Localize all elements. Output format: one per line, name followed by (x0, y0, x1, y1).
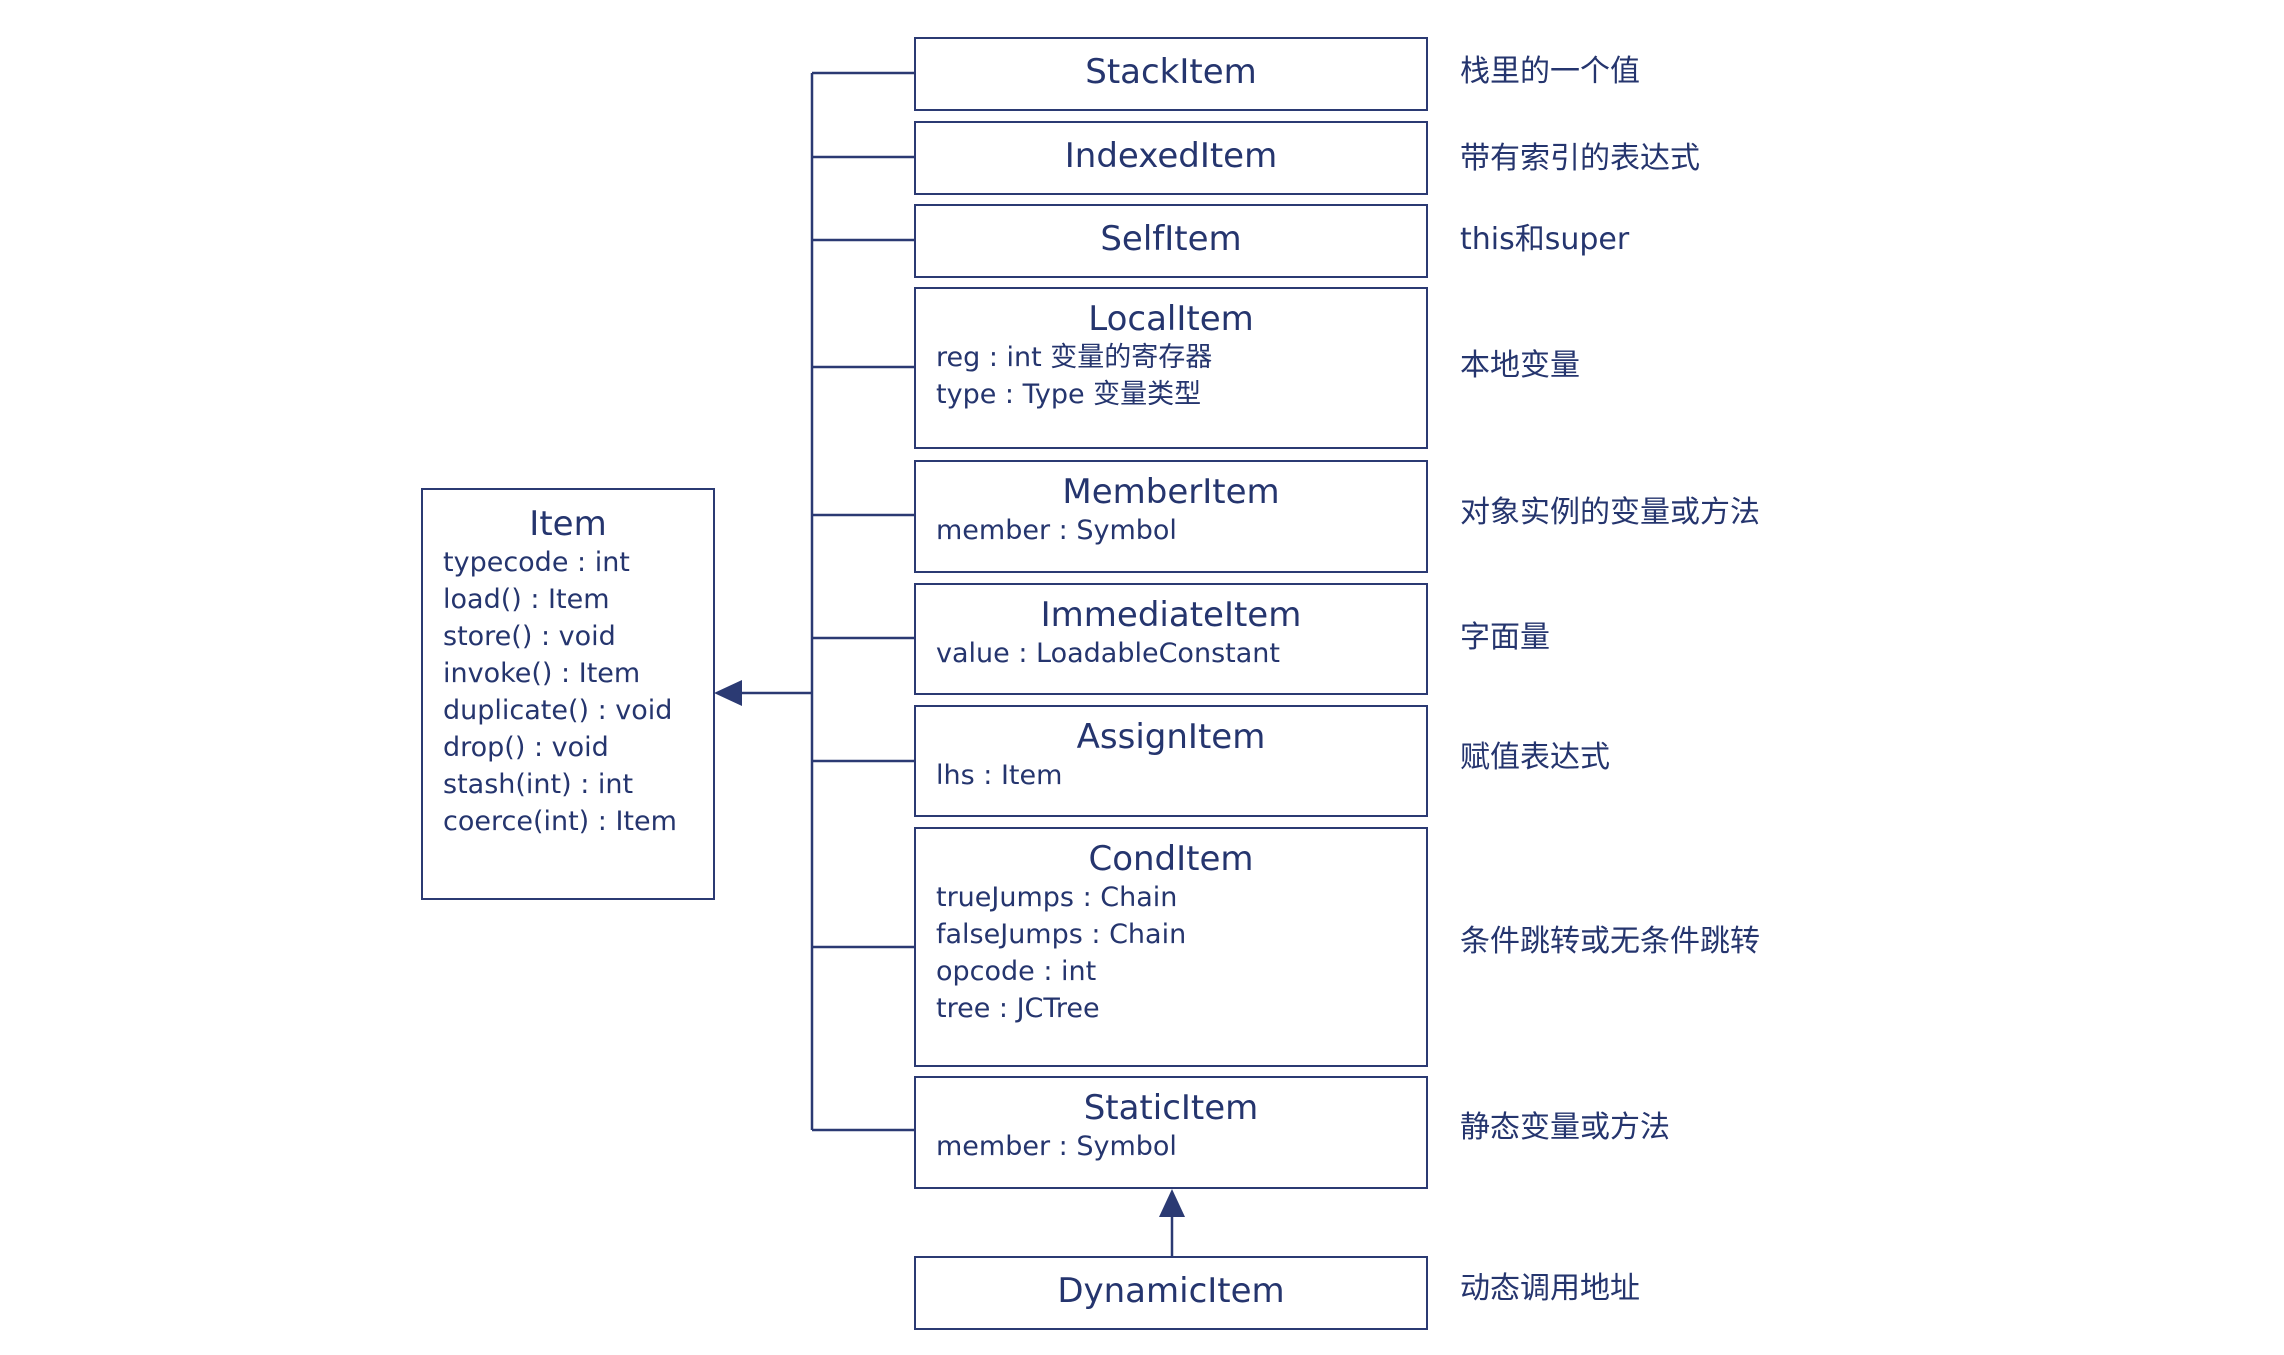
member: store() : void (443, 621, 616, 652)
member: falseJumps : Chain (936, 919, 1187, 950)
member: member : Symbol (936, 1131, 1177, 1162)
class-description: 字面量 (1460, 620, 1550, 655)
class-name: IndexedItem (1064, 136, 1278, 176)
member: value : LoadableConstant (936, 638, 1280, 669)
member: type : Type 变量类型 (936, 379, 1202, 410)
class-localitem-box: LocalItem reg : int 变量的寄存器 type : Type 变… (914, 287, 1428, 449)
class-description: 对象实例的变量或方法 (1460, 495, 1760, 530)
member: stash(int) : int (443, 769, 634, 800)
class-name: AssignItem (1076, 717, 1266, 757)
member: opcode : int (936, 956, 1097, 987)
class-name: StackItem (1085, 52, 1257, 92)
member: member : Symbol (936, 515, 1177, 546)
member: trueJumps : Chain (936, 882, 1178, 913)
class-selfitem-box: SelfItem (914, 204, 1428, 278)
class-description: 静态变量或方法 (1460, 1110, 1670, 1145)
class-immediateitem-box: ImmediateItem value : LoadableConstant (914, 583, 1428, 695)
member: tree : JCTree (936, 993, 1100, 1024)
inherit-arrowhead (714, 680, 742, 706)
dynamic-arrowhead (1159, 1189, 1185, 1217)
class-stackitem-box: StackItem (914, 37, 1428, 111)
class-name: CondItem (1088, 839, 1254, 879)
class-name: StaticItem (1083, 1088, 1259, 1128)
class-dynamicitem-box: DynamicItem (914, 1256, 1428, 1330)
class-memberitem-box: MemberItem member : Symbol (914, 460, 1428, 573)
class-description: 本地变量 (1460, 348, 1580, 383)
member: duplicate() : void (443, 695, 673, 726)
class-name: DynamicItem (1057, 1271, 1285, 1311)
class-description: this和super (1460, 222, 1630, 257)
class-name: SelfItem (1100, 219, 1242, 259)
class-description: 动态调用地址 (1460, 1271, 1640, 1306)
class-description: 带有索引的表达式 (1460, 141, 1700, 176)
class-staticitem-box: StaticItem member : Symbol (914, 1076, 1428, 1189)
class-indexeditem-box: IndexedItem (914, 121, 1428, 195)
class-name: Item (529, 504, 607, 544)
class-name: ImmediateItem (1040, 595, 1302, 635)
member: coerce(int) : Item (443, 806, 677, 837)
member: lhs : Item (936, 760, 1063, 791)
class-conditem-box: CondItem trueJumps : Chain falseJumps : … (914, 827, 1428, 1067)
class-description: 栈里的一个值 (1460, 54, 1640, 89)
class-assignitem-box: AssignItem lhs : Item (914, 705, 1428, 817)
class-item-box: Item typecode : int load() : Item store(… (421, 488, 715, 900)
member: typecode : int (443, 547, 630, 578)
member: drop() : void (443, 732, 609, 763)
member: invoke() : Item (443, 658, 641, 689)
class-name: MemberItem (1062, 472, 1280, 512)
member: reg : int 变量的寄存器 (936, 342, 1213, 373)
class-description: 赋值表达式 (1460, 740, 1610, 775)
class-name: LocalItem (1088, 299, 1254, 339)
class-description: 条件跳转或无条件跳转 (1460, 924, 1760, 959)
member: load() : Item (443, 584, 610, 615)
